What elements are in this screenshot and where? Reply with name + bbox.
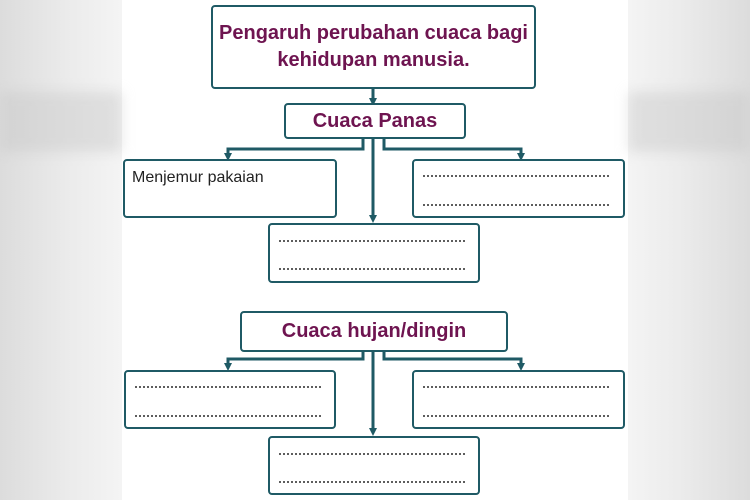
arrow-rain-left [224,351,365,371]
diagram-title-text: Pengaruh perubahan cuaca bagi kehidupan … [219,22,528,71]
blank-line [422,175,611,177]
blank-line [422,386,611,388]
heading-hot-weather-text: Cuaca Panas [312,109,438,132]
left-background [0,0,122,500]
blank-line [422,415,611,417]
answer-box-rain-right[interactable] [412,370,625,429]
blank-line [278,481,466,483]
arrow-heat-left [224,138,365,161]
answer-box-rain-left[interactable] [124,370,336,429]
right-background [628,0,750,500]
arrow-heat-right [382,138,525,161]
blank-line [422,204,611,206]
arrow-rain-right [382,351,525,371]
left-blur [0,92,122,152]
diagram-title: Pengaruh perubahan cuaca bagi kehidupan … [211,5,536,89]
blank-line [134,415,322,417]
heading-rainy-weather: Cuaca hujan/dingin [240,311,508,352]
answer-box-hot-center[interactable] [268,223,480,283]
blank-line [278,453,466,455]
answer-hot-left-text: Menjemur pakaian [132,169,264,186]
blank-line [134,386,322,388]
answer-box-rain-center[interactable] [268,436,480,495]
heading-hot-weather: Cuaca Panas [284,103,466,139]
right-blur [628,92,750,152]
blank-line [278,268,466,270]
answer-box-hot-left[interactable]: Menjemur pakaian [123,159,337,218]
answer-box-hot-right[interactable] [412,159,625,218]
heading-rainy-weather-text: Cuaca hujan/dingin [281,320,467,342]
blank-line [278,240,466,242]
